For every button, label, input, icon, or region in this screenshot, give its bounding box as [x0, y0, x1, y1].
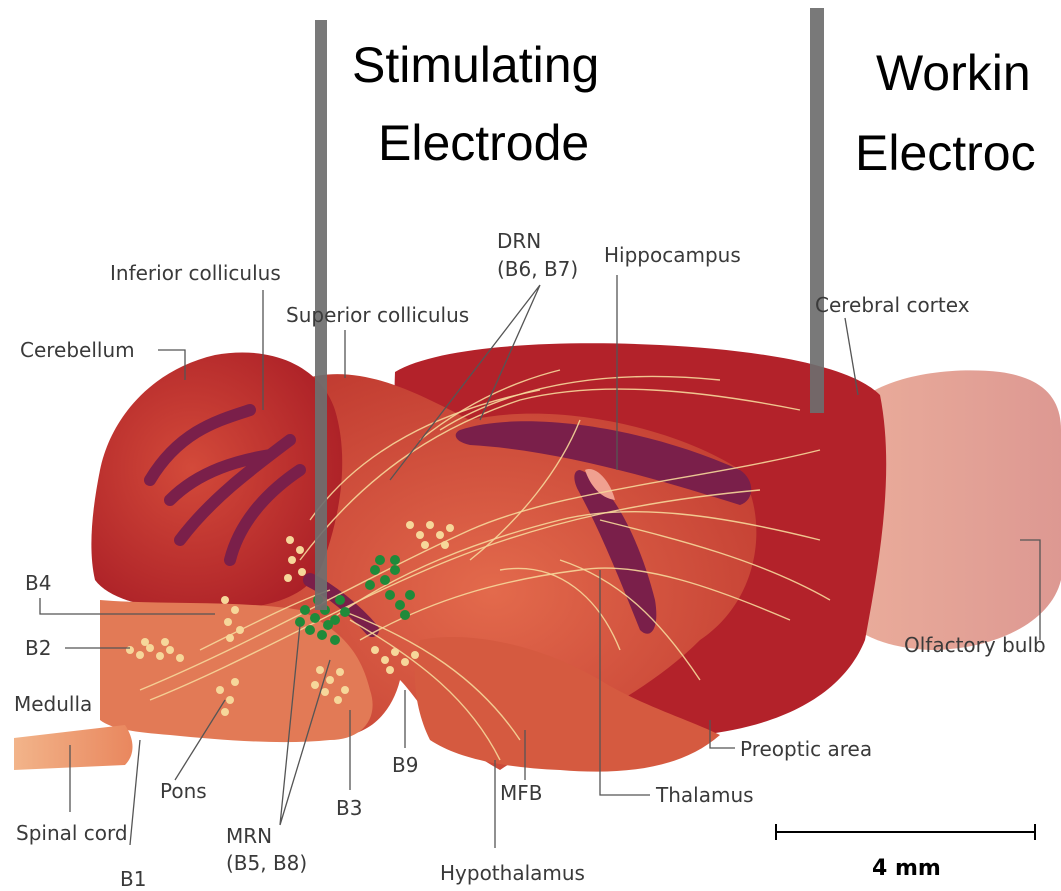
label-inferior-colliculus: Inferior colliculus: [110, 261, 281, 285]
label-medulla: Medulla: [14, 692, 92, 716]
working-electrode: [810, 8, 824, 413]
label-hypothalamus: Hypothalamus: [440, 861, 585, 885]
label-superior-colliculus: Superior colliculus: [286, 303, 469, 327]
label-b9: B9: [392, 753, 418, 777]
spinal-cord-shape: [14, 725, 133, 770]
stimulating-label-line1: Stimulating: [352, 37, 599, 93]
label-b3: B3: [336, 796, 362, 820]
working-label-line2: Electroc: [855, 125, 1036, 181]
label-pons: Pons: [160, 779, 207, 803]
label-hippocampus: Hippocampus: [604, 243, 741, 267]
label-mrn-2: (B5, B8): [226, 851, 307, 875]
label-drn-1: DRN: [497, 229, 541, 253]
label-mfb: MFB: [500, 781, 542, 805]
label-b1: B1: [120, 867, 146, 891]
working-label-line1: Workin: [876, 45, 1031, 101]
label-thalamus: Thalamus: [655, 783, 754, 807]
label-cerebellum: Cerebellum: [20, 338, 135, 362]
stimulating-label-line2: Electrode: [378, 115, 589, 171]
label-preoptic-area: Preoptic area: [740, 737, 872, 761]
scale-bar-label: 4 mm: [872, 856, 941, 881]
scale-bar: 4 mm: [776, 824, 1035, 881]
label-b4: B4: [25, 571, 51, 595]
label-cerebral-cortex: Cerebral cortex: [815, 293, 970, 317]
label-b2: B2: [25, 636, 51, 660]
label-spinal-cord: Spinal cord: [16, 821, 128, 845]
label-drn-2: (B6, B7): [497, 257, 578, 281]
label-mrn-1: MRN: [226, 824, 272, 848]
label-olfactory-bulb: Olfactory bulb: [904, 633, 1046, 657]
